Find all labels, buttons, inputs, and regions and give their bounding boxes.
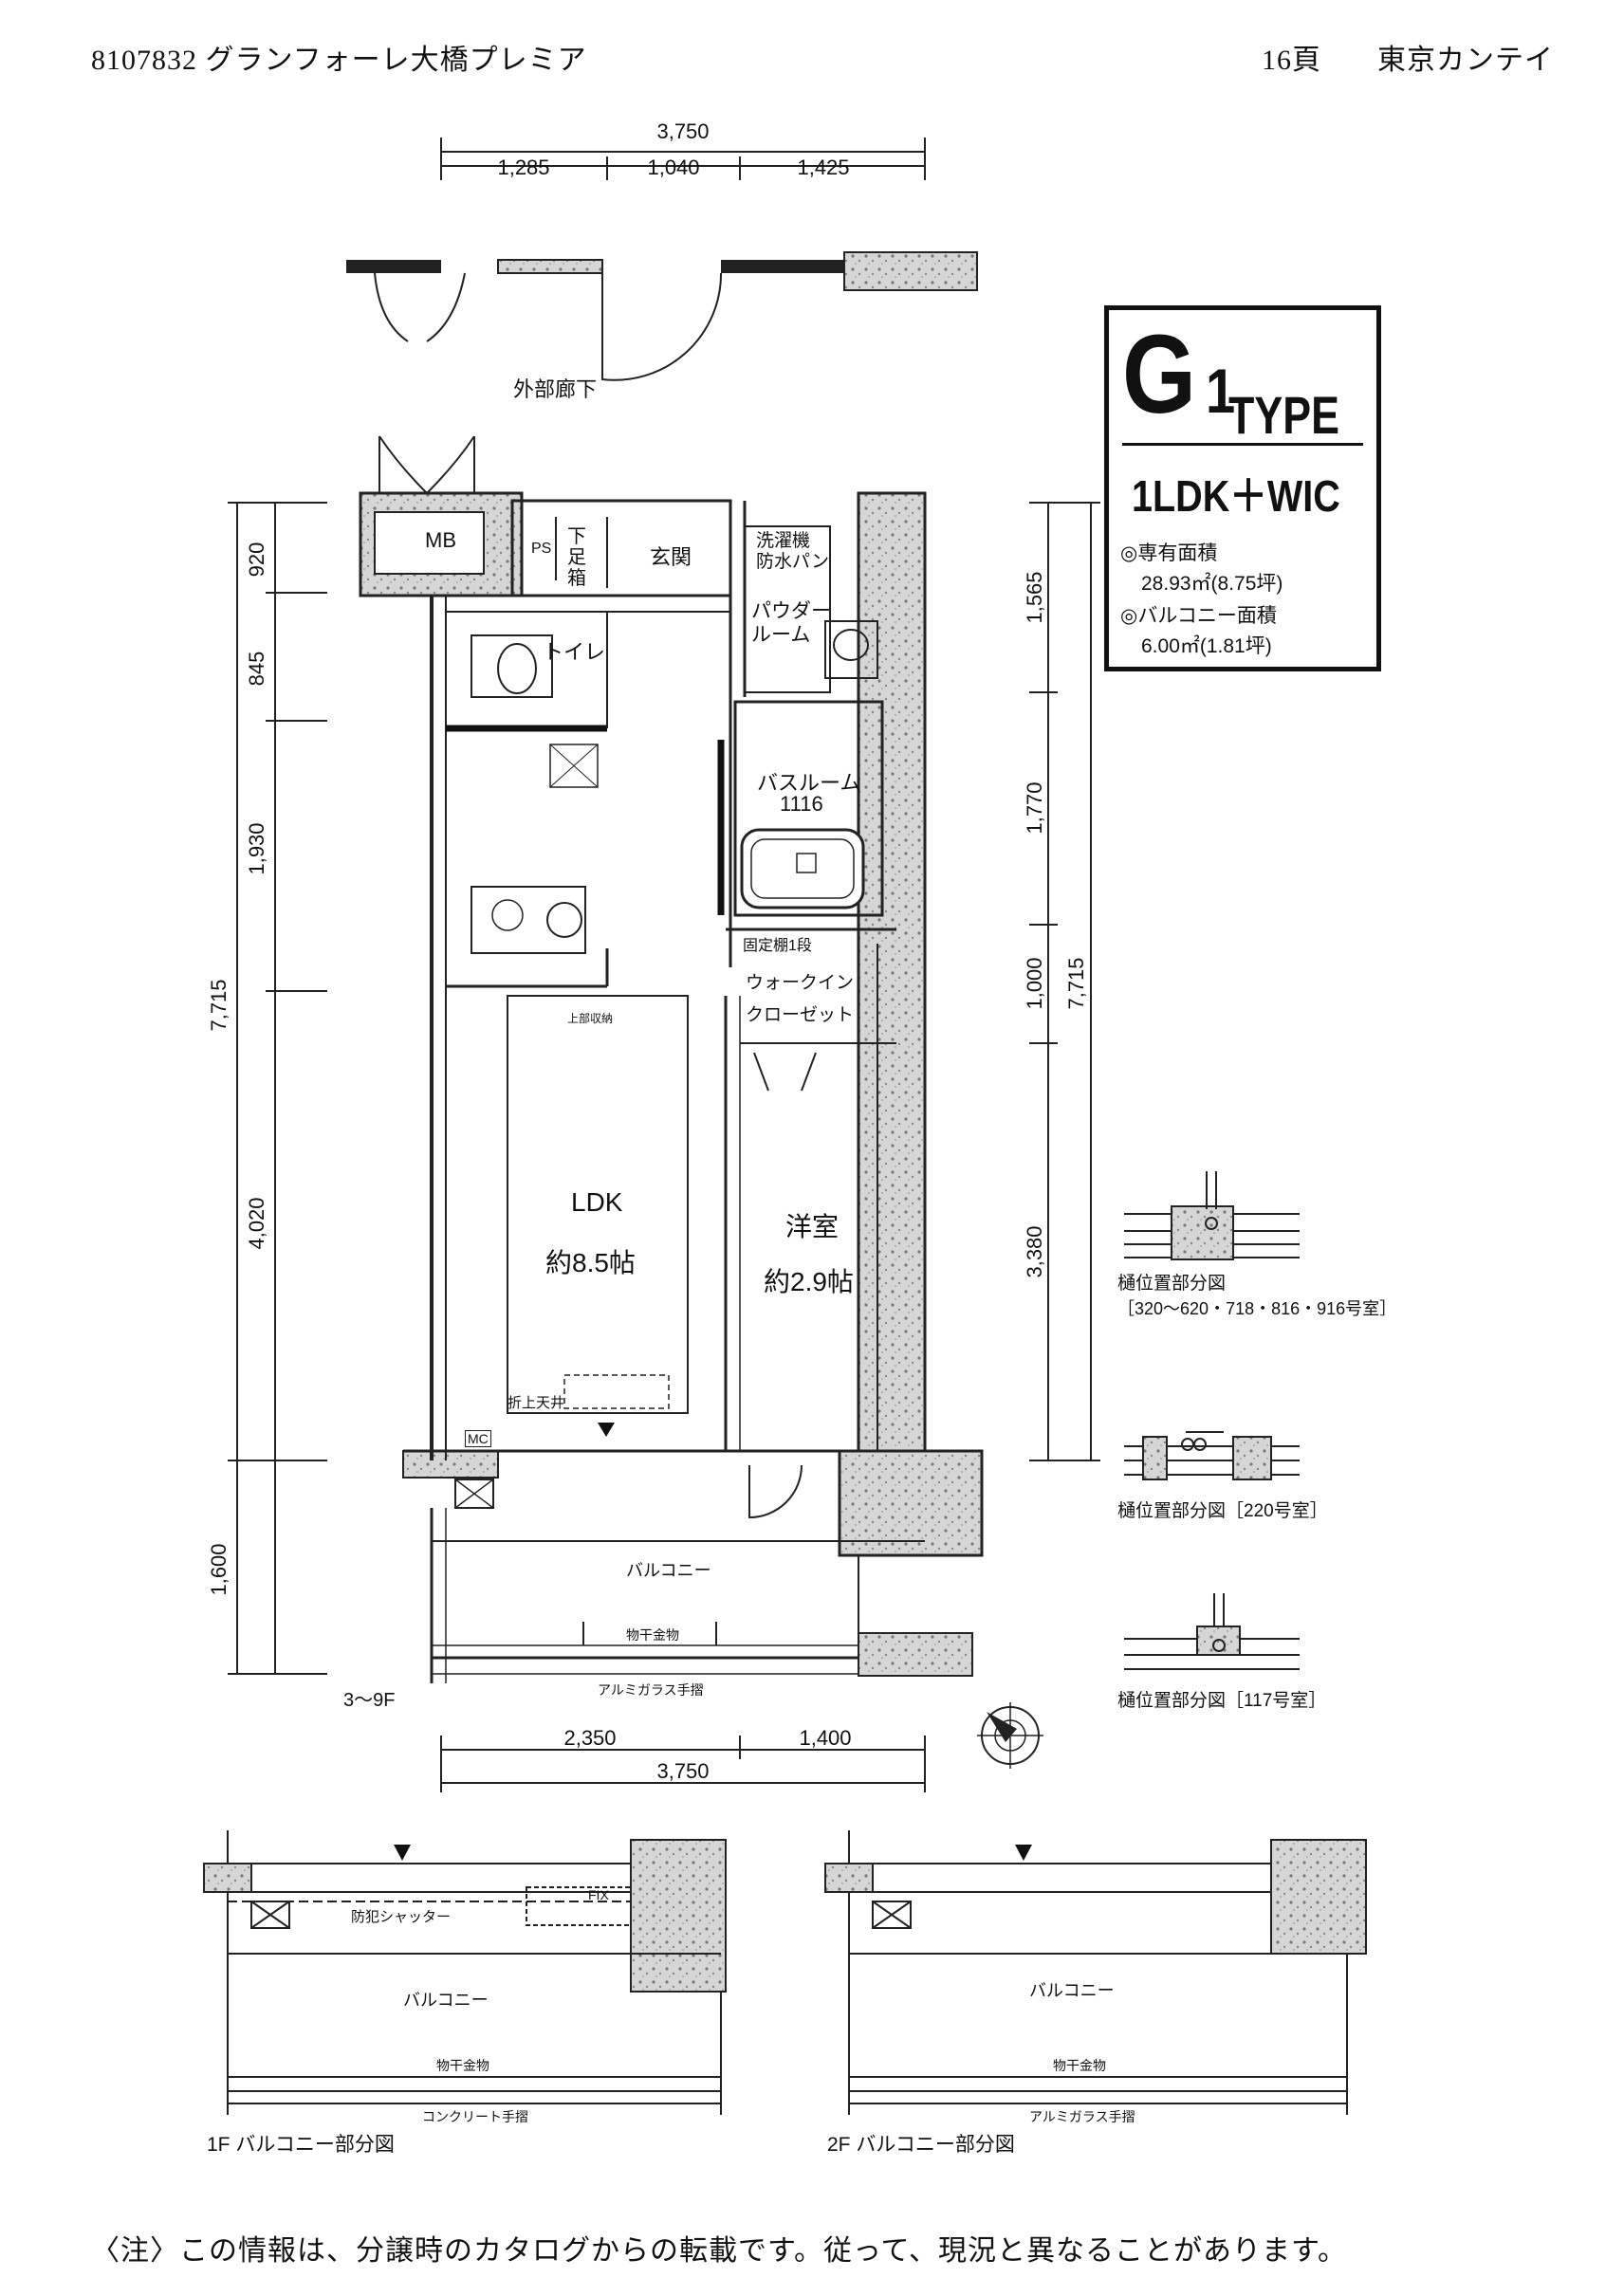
balcony-1f-caption: 1F バルコニー部分図 bbox=[207, 2134, 395, 2156]
dim-left-2: 845 bbox=[245, 652, 268, 687]
label-powder-room: パウダー ルーム bbox=[751, 600, 831, 646]
balcony-2f-caption: 2F バルコニー部分図 bbox=[827, 2134, 1015, 2156]
label-western-room: 洋室 bbox=[785, 1212, 840, 1241]
label-floor-range: 3〜9F bbox=[343, 1690, 396, 1711]
dim-bottom-total: 3,750 bbox=[656, 1759, 709, 1783]
label-folded-ceiling: 折上天井 bbox=[508, 1395, 565, 1411]
badge-balcony-value: 6.00㎡(1.81坪) bbox=[1141, 635, 1272, 657]
label-upper-storage: 上部収納 bbox=[567, 1012, 614, 1025]
label-ps: PS bbox=[531, 541, 552, 557]
room-outlines bbox=[454, 995, 817, 1519]
badge-type-letter: G bbox=[1122, 312, 1196, 437]
dim-top-2: 1,040 bbox=[647, 156, 699, 179]
badge-type-word: TYPE bbox=[1228, 385, 1340, 445]
dim-right-1: 1,565 bbox=[1023, 571, 1046, 623]
unit-walls bbox=[359, 491, 984, 1557]
balcony-1f-shutter: 防犯シャッター bbox=[351, 1909, 452, 1925]
dim-left-5: 1,600 bbox=[207, 1543, 231, 1595]
dim-left-1: 920 bbox=[245, 542, 268, 578]
compass-icon bbox=[977, 1702, 1043, 1769]
balcony-2f-balcony: バルコニー bbox=[1029, 1981, 1115, 2000]
label-entrance: 玄関 bbox=[650, 545, 692, 569]
balcony-1f-diagram bbox=[203, 1830, 727, 2115]
left-dimension-lines bbox=[228, 502, 327, 1675]
badge-divider bbox=[1122, 443, 1363, 446]
balcony-1f-rail: コンクリート手摺 bbox=[422, 2109, 528, 2124]
dim-right-4: 3,380 bbox=[1023, 1225, 1046, 1277]
gutter-3-caption: 樋位置部分図［117号室］ bbox=[1117, 1691, 1327, 1711]
gutter-1-rooms: ［320〜620・718・816・916号室］ bbox=[1117, 1299, 1397, 1318]
dim-bottom-1: 2,350 bbox=[563, 1726, 616, 1750]
disclaimer-note: 〈注〉この情報は、分譲時のカタログからの転載です。従って、現況と異なることがあり… bbox=[91, 2235, 1347, 2267]
label-washer: 洗濯機 防水パン bbox=[756, 531, 829, 572]
gutter-diagram-1 bbox=[1124, 1171, 1300, 1260]
badge-layout-plan: 1LDK＋WIC bbox=[1132, 471, 1340, 521]
header-source: 東京カンテイ bbox=[1377, 45, 1554, 76]
balcony-1f-balcony: バルコニー bbox=[403, 1991, 489, 2010]
label-ldk: LDK bbox=[571, 1187, 623, 1217]
badge-area-label: ◎専有面積 bbox=[1120, 542, 1218, 564]
label-bathroom: バスルーム bbox=[757, 771, 861, 795]
gutter-1-caption: 樋位置部分図 bbox=[1117, 1274, 1227, 1294]
dim-left-4: 4,020 bbox=[245, 1197, 268, 1249]
label-drying-rod: 物干金物 bbox=[626, 1627, 679, 1643]
dim-top-total: 3,750 bbox=[656, 119, 709, 143]
outer-corridor-area bbox=[346, 251, 978, 494]
label-bath-size: 1116 bbox=[780, 792, 823, 816]
label-toilet: トイレ bbox=[543, 640, 606, 664]
gutter-2-caption: 樋位置部分図［220号室］ bbox=[1117, 1501, 1328, 1521]
label-glass-rail: アルミガラス手摺 bbox=[598, 1682, 704, 1698]
balcony-1f-rod: 物干金物 bbox=[436, 2058, 489, 2073]
bottom-dimension-lines bbox=[440, 1736, 926, 1792]
badge-area-value: 28.93㎡(8.75坪) bbox=[1141, 573, 1283, 595]
gutter-diagram-3 bbox=[1124, 1593, 1300, 1670]
header-building-name: 8107832 グランフォーレ大橋プレミア bbox=[91, 45, 587, 76]
balcony-2f-diagram bbox=[824, 1830, 1367, 2115]
gutter-diagram-2 bbox=[1124, 1431, 1300, 1480]
badge-balcony-label: ◎バルコニー面積 bbox=[1120, 605, 1277, 627]
label-outer-corridor: 外部廊下 bbox=[513, 377, 597, 401]
balcony-structure bbox=[430, 1508, 973, 1683]
dim-top-1: 1,285 bbox=[497, 156, 549, 179]
top-dimension-lines bbox=[440, 138, 926, 180]
label-ldk-size: 約8.5帖 bbox=[545, 1248, 636, 1277]
right-dimension-lines bbox=[1029, 502, 1100, 1461]
balcony-2f-rail: アルミガラス手摺 bbox=[1029, 2109, 1135, 2124]
balcony-2f-rod: 物干金物 bbox=[1053, 2058, 1106, 2073]
label-mc: MC bbox=[465, 1430, 491, 1447]
label-balcony: バルコニー bbox=[626, 1561, 711, 1580]
balcony-1f-fix: FIX bbox=[588, 1887, 609, 1902]
header-page-number: 16頁 bbox=[1262, 45, 1321, 76]
dim-right-3: 1,000 bbox=[1023, 957, 1046, 1009]
dim-left-3: 1,930 bbox=[245, 822, 268, 874]
label-fixed-shelf: 固定棚1段 bbox=[743, 938, 812, 954]
label-western-size: 約2.9帖 bbox=[764, 1267, 854, 1296]
badge-type-number: 1 bbox=[1205, 356, 1235, 426]
label-shoebox: 下足箱 bbox=[567, 526, 586, 589]
dim-left-total: 7,715 bbox=[207, 979, 231, 1031]
bathroom-fixtures bbox=[471, 620, 878, 954]
label-walk-in-closet: ウォークイン クローゼット bbox=[746, 973, 855, 1025]
dim-bottom-2: 1,400 bbox=[799, 1726, 851, 1750]
label-mb: MB bbox=[425, 528, 456, 552]
dim-top-3: 1,425 bbox=[797, 156, 849, 179]
dim-right-total: 7,715 bbox=[1064, 957, 1088, 1009]
dim-right-2: 1,770 bbox=[1023, 781, 1046, 834]
